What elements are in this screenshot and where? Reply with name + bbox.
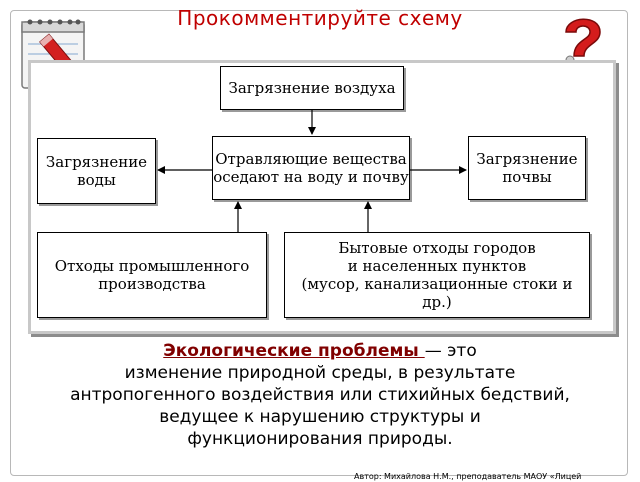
soil-pollution-box: Загрязнение почвы [468,136,586,200]
definition-body: изменение природной среды, в результате … [70,363,570,449]
slide-title: Прокомментируйте схему [177,6,463,30]
toxic-substances-box: Отравляющие вещества оседают на воду и п… [212,136,410,200]
definition-dash: — это [424,341,477,361]
definition-term: Экологические проблемы [163,341,425,361]
slide-frame [10,10,628,476]
definition-text: Экологические проблемы — это изменение п… [14,340,626,450]
household-waste-box: Бытовые отходы городов и населенных пунк… [284,232,590,318]
industrial-waste-box: Отходы промышленного производства [37,232,267,318]
author-credit: Автор: Михайлова Н.М., преподаватель МАО… [354,472,582,481]
air-pollution-box: Загрязнение воздуха [220,66,404,110]
water-pollution-box: Загрязнение воды [37,138,156,204]
